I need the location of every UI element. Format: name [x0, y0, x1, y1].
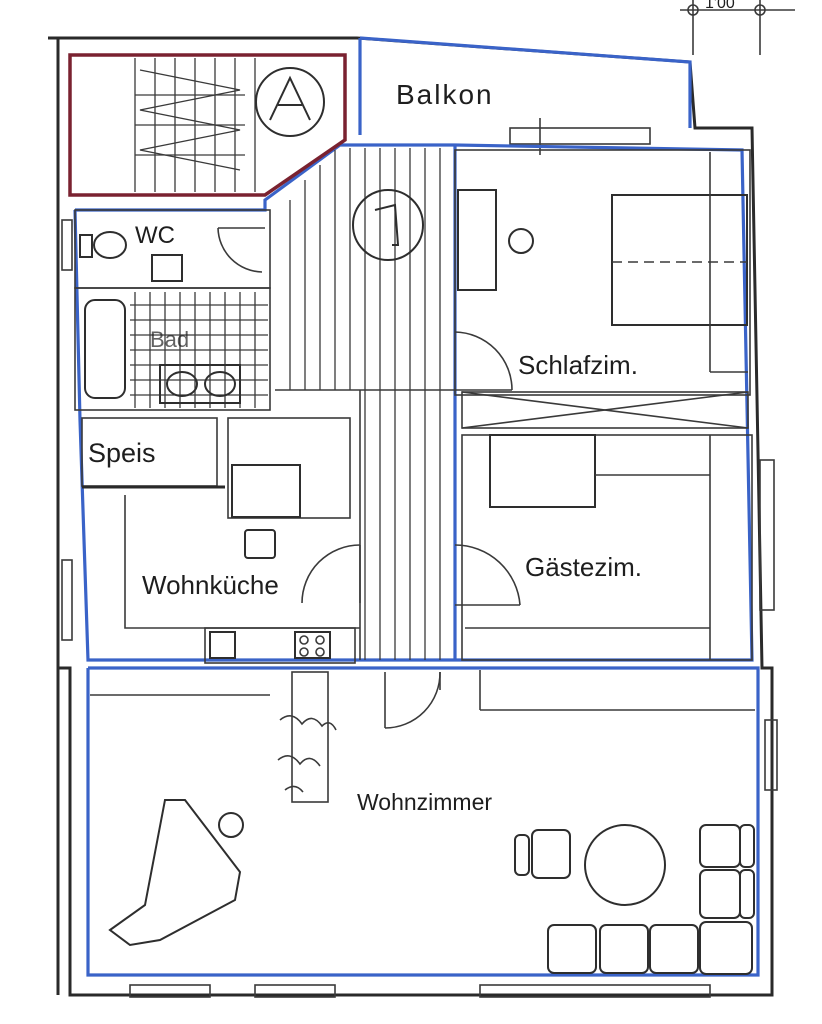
- room-labels: Balkon WC Bad Schlafzim. Speis Wohnküche…: [88, 79, 642, 815]
- dimension-mark: 1'00: [680, 0, 795, 55]
- label-wohnzimmer: Wohnzimmer: [357, 789, 492, 815]
- label-balkon: Balkon: [396, 79, 494, 110]
- bath-room: [74, 287, 271, 411]
- hallway-floor: [275, 148, 455, 660]
- dimension-label: 1'00: [705, 0, 735, 12]
- kitchen: [124, 495, 361, 664]
- outer-walls: [48, 36, 778, 998]
- guest-room: [454, 434, 753, 661]
- living-room-door: [384, 671, 441, 729]
- label-speis: Speis: [88, 438, 156, 468]
- pantry: [81, 417, 351, 519]
- bedroom: [454, 149, 751, 429]
- label-wc: WC: [135, 222, 175, 249]
- label-gaestezimmer: Gästezim.: [525, 552, 642, 582]
- room-outlines: [73, 36, 760, 977]
- living-room: [90, 670, 755, 975]
- staircase: [68, 53, 347, 197]
- label-bad: Bad: [150, 327, 189, 352]
- label-wohnkueche: Wohnküche: [142, 570, 279, 600]
- label-schlafzimmer: Schlafzim.: [518, 350, 638, 380]
